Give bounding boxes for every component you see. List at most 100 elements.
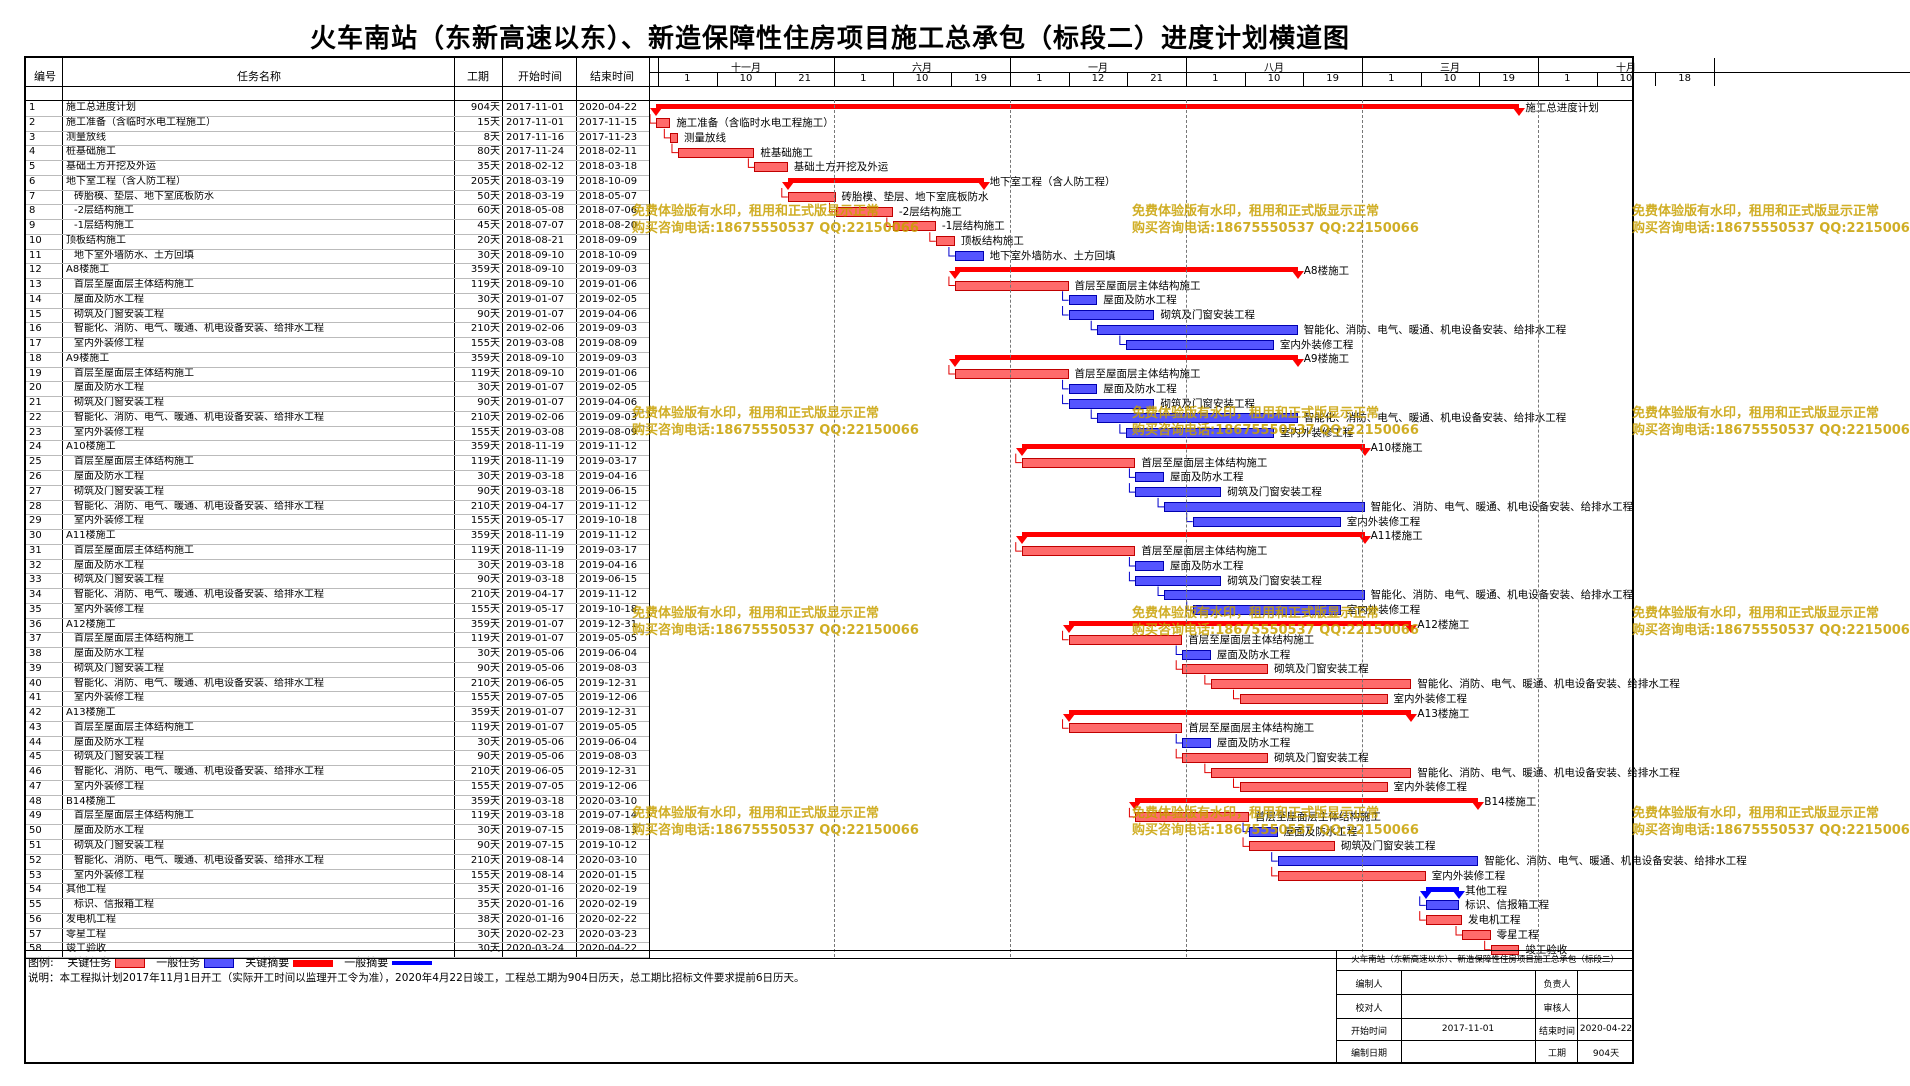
task-duration: 155天: [470, 338, 500, 350]
normal-task-bar[interactable]: [1192, 605, 1341, 616]
normal-task-bar[interactable]: [1182, 649, 1211, 660]
normal-task-bar[interactable]: [1125, 428, 1274, 439]
critical-task-bar[interactable]: [677, 147, 755, 158]
critical-task-bar[interactable]: [1490, 944, 1520, 955]
task-id: 41: [29, 692, 42, 704]
task-name: 基础土方开挖及外运: [66, 161, 156, 173]
bar-label: 首层至屋面层主体结构施工: [1141, 456, 1268, 469]
summary-bar[interactable]: [1068, 709, 1412, 715]
critical-task-bar[interactable]: [1239, 693, 1388, 704]
normal-task-bar[interactable]: [1425, 900, 1460, 911]
summary-bar[interactable]: [1135, 798, 1479, 804]
task-name: 智能化、消防、电气、暖通、机电设备安装、给排水工程: [74, 589, 324, 601]
critical-task-bar[interactable]: [1021, 546, 1136, 557]
critical-task-bar[interactable]: [670, 132, 678, 143]
normal-task-bar[interactable]: [1068, 383, 1098, 394]
summary-end-marker: [1015, 536, 1028, 545]
task-id: 36: [29, 618, 42, 630]
critical-task-bar[interactable]: [1210, 767, 1412, 778]
critical-task-bar[interactable]: [1182, 664, 1269, 675]
critical-task-bar[interactable]: [1462, 929, 1491, 940]
task-name: 室内外装修工程: [74, 780, 144, 792]
critical-task-bar[interactable]: [935, 236, 955, 247]
normal-task-bar[interactable]: [1135, 472, 1165, 483]
summary-bar[interactable]: [954, 266, 1298, 272]
critical-task-bar[interactable]: [1068, 634, 1183, 645]
summary-bar[interactable]: [1021, 443, 1365, 449]
task-duration: 80天: [477, 146, 500, 158]
task-id: 51: [29, 840, 42, 851]
task-start: 2020-01-16: [506, 913, 565, 925]
task-end: 2019-08-09: [579, 426, 638, 438]
critical-task-bar[interactable]: [835, 206, 893, 217]
normal-task-bar[interactable]: [1125, 339, 1274, 350]
normal-task-bar[interactable]: [1192, 516, 1341, 527]
watermark: 免费体验版有水印，租用和正式版显示正常购买咨询电话:18675550537 QQ…: [1632, 406, 1910, 438]
normal-task-bar[interactable]: [1135, 560, 1165, 571]
task-name: 室内外装修工程: [74, 338, 144, 350]
task-name: A8楼施工: [66, 264, 110, 276]
normal-task-bar[interactable]: [1164, 590, 1365, 601]
normal-task-bar[interactable]: [1249, 826, 1278, 837]
critical-task-bar[interactable]: [1021, 457, 1136, 468]
dependency-link: [1242, 822, 1250, 833]
critical-task-bar[interactable]: [754, 162, 788, 173]
critical-task-bar[interactable]: [1249, 841, 1335, 852]
task-start: 2018-11-19: [506, 530, 565, 542]
task-name: 发电机工程: [66, 913, 116, 925]
normal-task-bar[interactable]: [1164, 501, 1365, 512]
normal-task-bar[interactable]: [1135, 575, 1222, 586]
bar-label: 屋面及防水工程: [1216, 648, 1291, 661]
summary-end-marker: [1291, 359, 1304, 368]
critical-task-bar[interactable]: [1068, 723, 1183, 734]
dependency-link: [1015, 542, 1022, 552]
task-start: 2019-03-18: [506, 485, 565, 497]
normal-task-bar[interactable]: [1068, 310, 1155, 321]
critical-task-bar[interactable]: [1277, 870, 1426, 881]
normal-task-bar[interactable]: [1097, 324, 1298, 335]
task-start: 2019-01-07: [506, 397, 565, 409]
normal-task-bar[interactable]: [1068, 295, 1098, 306]
task-end: 2020-04-22: [579, 943, 638, 955]
dependency-link: [663, 128, 671, 139]
bar-label: 发电机工程: [1468, 914, 1521, 927]
task-duration: 8天: [483, 131, 500, 143]
bar-label: A10楼施工: [1370, 441, 1423, 454]
critical-task-bar[interactable]: [656, 118, 671, 129]
summary-bar[interactable]: [787, 178, 984, 184]
normal-task-bar[interactable]: [954, 250, 984, 261]
normal-task-bar[interactable]: [1135, 487, 1222, 498]
task-duration: 210天: [470, 589, 500, 601]
bar-label: -1层结构施工: [941, 220, 1005, 233]
critical-task-bar[interactable]: [1210, 679, 1412, 690]
normal-task-bar[interactable]: [1068, 398, 1155, 409]
normal-task-bar[interactable]: [1097, 413, 1298, 424]
task-id: 9: [29, 220, 36, 232]
dependency-link: [1128, 807, 1136, 818]
task-duration: 119天: [470, 544, 500, 556]
summary-bar[interactable]: [1425, 886, 1460, 892]
tb-check-label: 校对人: [1355, 1004, 1383, 1014]
critical-task-bar[interactable]: [1182, 752, 1269, 763]
timeline-day: 1: [1388, 73, 1395, 84]
critical-task-bar[interactable]: [1135, 811, 1250, 822]
summary-end-marker: [1472, 802, 1485, 811]
task-duration: 359天: [470, 795, 500, 807]
dependency-link: [1455, 925, 1463, 936]
normal-task-bar[interactable]: [1277, 856, 1479, 867]
page-title: 火车南站（东新高速以东）、新造保障性住房项目施工总承包（标段二）进度计划横道图: [309, 24, 1350, 54]
critical-task-bar[interactable]: [954, 369, 1069, 380]
critical-task-bar[interactable]: [787, 191, 836, 202]
legend-critical-label: 关键任务: [67, 956, 112, 969]
summary-bar[interactable]: [954, 355, 1298, 361]
normal-task-bar[interactable]: [1182, 738, 1211, 749]
critical-task-bar[interactable]: [892, 221, 936, 232]
critical-task-bar[interactable]: [1425, 915, 1462, 926]
summary-end-marker: [781, 182, 794, 191]
summary-bar[interactable]: [656, 104, 1520, 110]
critical-task-bar[interactable]: [1239, 782, 1388, 793]
watermark: 免费体验版有水印，租用和正式版显示正常购买咨询电话:18675550537 QQ…: [632, 806, 919, 838]
summary-bar[interactable]: [1068, 620, 1412, 626]
summary-bar[interactable]: [1021, 532, 1365, 538]
critical-task-bar[interactable]: [954, 280, 1069, 291]
